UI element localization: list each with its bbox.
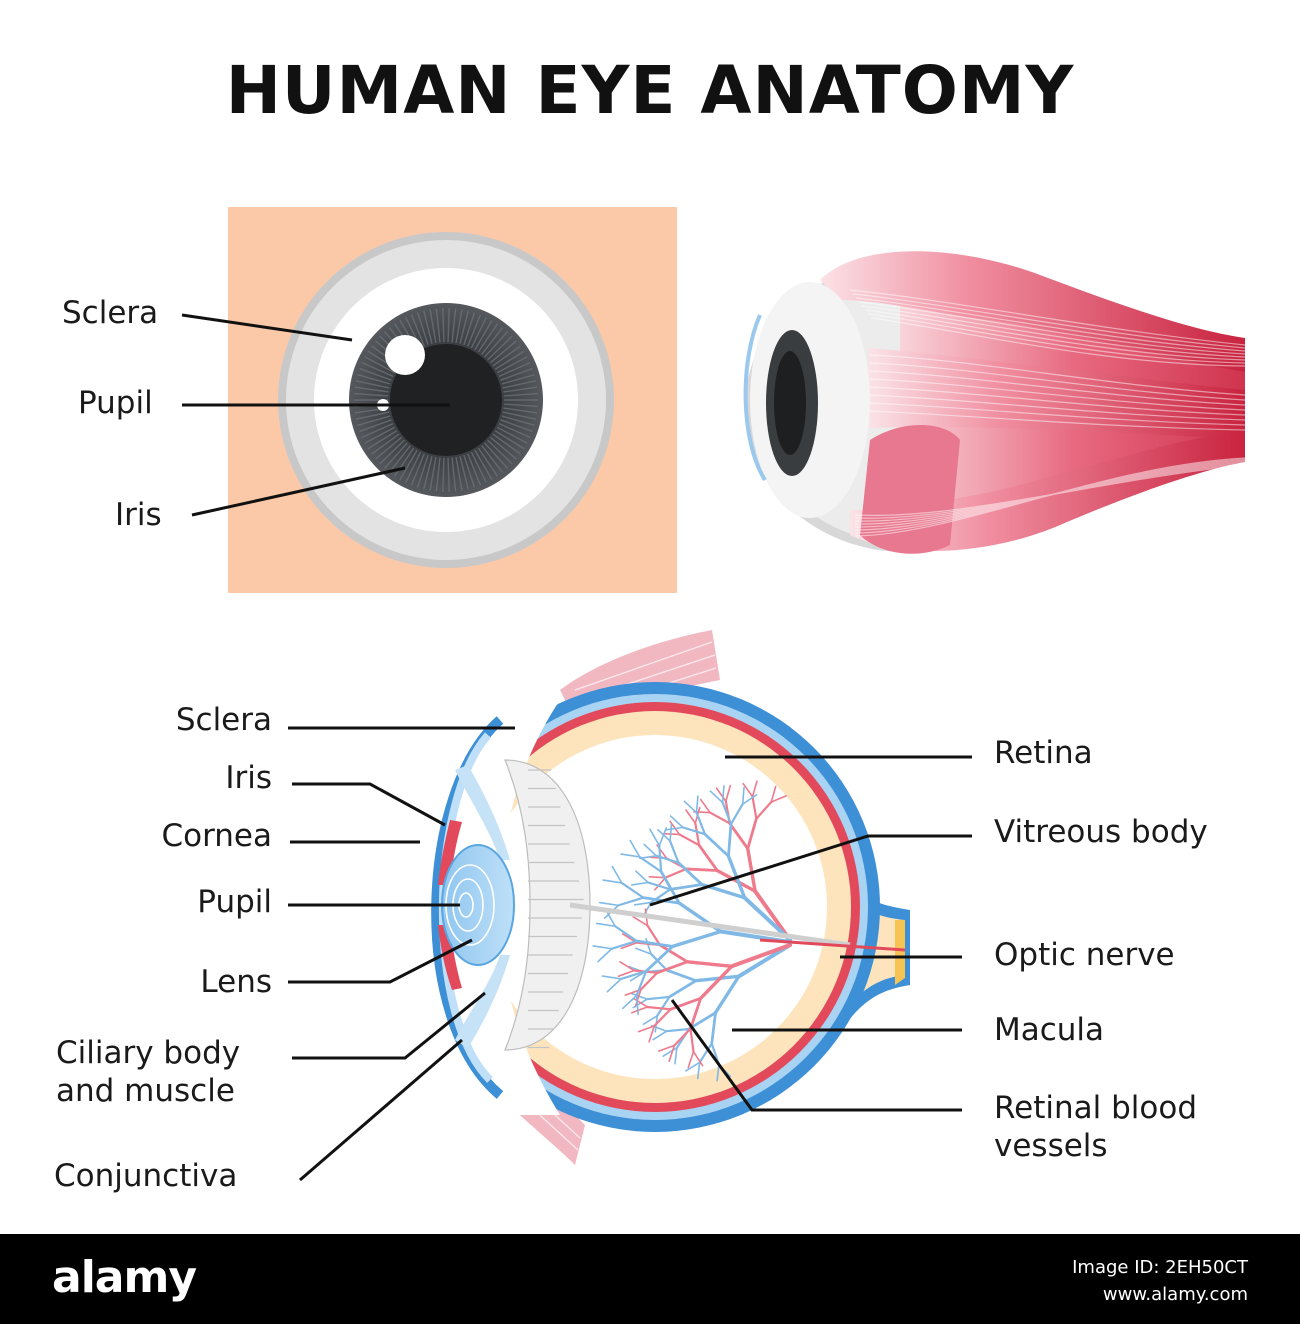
label-macula: Macula xyxy=(994,1012,1105,1048)
cross-section-eye xyxy=(430,630,910,1165)
label-pupil-section: Pupil xyxy=(197,884,272,920)
label-sclera-front: Sclera xyxy=(62,295,159,331)
alamy-logo: alamy xyxy=(52,1252,197,1303)
label-sclera-section: Sclera xyxy=(175,702,272,738)
page-title: HUMAN EYE ANATOMY xyxy=(225,52,1075,129)
site-url-text: www.alamy.com xyxy=(1102,1284,1248,1305)
eye-anatomy-illustration xyxy=(181,207,1246,1182)
label-conjunctiva: Conjunctiva xyxy=(54,1158,238,1194)
label-cornea: Cornea xyxy=(161,818,272,854)
label-retinal-blood-vessels: Retinal blood vessels xyxy=(994,1090,1197,1164)
image-id-text: Image ID: 2EH50CT xyxy=(1072,1257,1248,1278)
stock-footer-bar: alamy Image ID: 2EH50CT www.alamy.com xyxy=(0,1234,1300,1324)
label-retina: Retina xyxy=(994,735,1093,771)
label-optic-nerve: Optic nerve xyxy=(994,937,1175,973)
label-ciliary-body: Ciliary body and muscle xyxy=(56,1035,241,1109)
label-vitreous-body: Vitreous body xyxy=(994,814,1208,850)
label-iris-front: Iris xyxy=(115,497,162,533)
label-iris-section: Iris xyxy=(225,760,272,796)
label-lens: Lens xyxy=(200,964,272,1000)
image-id-block: Image ID: 2EH50CT www.alamy.com xyxy=(1072,1254,1248,1308)
leader-lines xyxy=(181,313,972,1182)
front-view-eye xyxy=(228,207,677,593)
side-view-eye xyxy=(743,251,1246,554)
label-pupil-front: Pupil xyxy=(78,385,153,421)
